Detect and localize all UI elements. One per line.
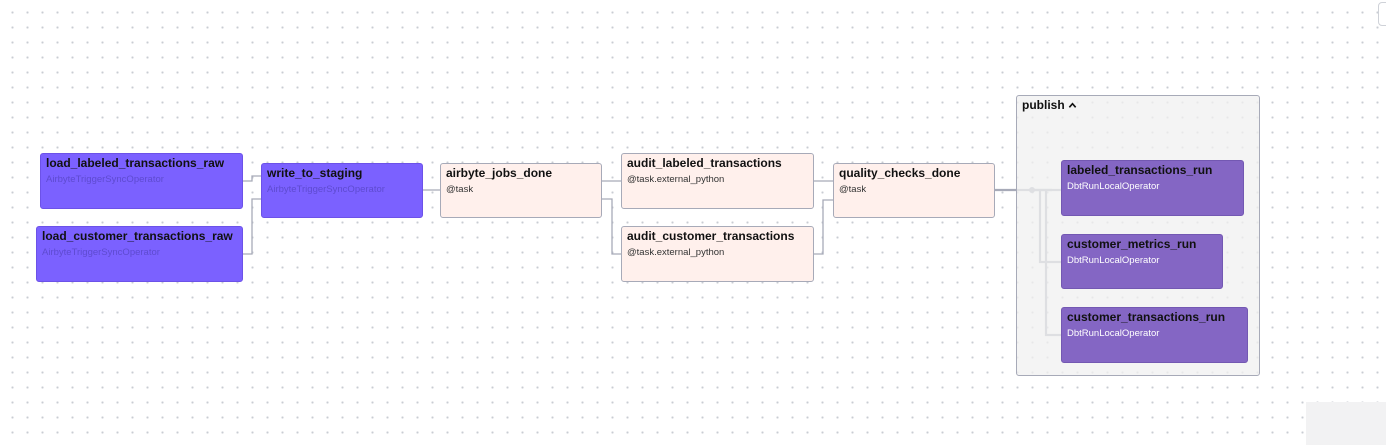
edge-airbyte-done-to-audit-customer: [602, 198, 621, 255]
edge-audit-customer-to-quality-done: [814, 199, 833, 255]
task-node-labeled-transactions-run[interactable]: labeled_transactions_run DbtRunLocalOper…: [1061, 160, 1244, 216]
task-node-load-labeled-transactions-raw[interactable]: load_labeled_transactions_raw AirbyteTri…: [40, 153, 243, 209]
task-name: customer_transactions_run: [1067, 310, 1226, 324]
task-name: quality_checks_done: [839, 166, 961, 180]
task-name: write_to_staging: [267, 166, 363, 180]
task-node-load-customer-transactions-raw[interactable]: load_customer_transactions_raw AirbyteTr…: [36, 226, 243, 282]
edge-load-labeled-to-write-staging: [243, 175, 261, 182]
task-name: audit_labeled_transactions: [627, 156, 782, 170]
task-name: load_customer_transactions_raw: [42, 229, 233, 243]
task-name: airbyte_jobs_done: [446, 166, 553, 180]
edge-load-customer-to-write-staging: [243, 198, 261, 255]
task-operator: @task: [446, 184, 474, 195]
graph-minimap[interactable]: [1306, 402, 1386, 445]
task-node-audit-labeled-transactions[interactable]: audit_labeled_transactions @task.externa…: [621, 153, 814, 209]
task-operator: DbtRunLocalOperator: [1067, 181, 1160, 192]
panel-toggle-button[interactable]: [1378, 2, 1386, 26]
task-operator: DbtRunLocalOperator: [1067, 328, 1160, 339]
task-operator: @task: [839, 184, 867, 195]
chevron-up-icon: [1068, 101, 1076, 108]
task-node-audit-customer-transactions[interactable]: audit_customer_transactions @task.extern…: [621, 226, 814, 282]
task-operator: @task.external_python: [627, 174, 725, 185]
task-node-customer-transactions-run[interactable]: customer_transactions_run DbtRunLocalOpe…: [1061, 307, 1248, 363]
task-operator: DbtRunLocalOperator: [1067, 255, 1160, 266]
task-operator: AirbyteTriggerSyncOperator: [42, 247, 160, 258]
task-node-airbyte-jobs-done[interactable]: airbyte_jobs_done @task: [440, 163, 602, 218]
task-group-label: publish: [1022, 98, 1065, 112]
task-operator: AirbyteTriggerSyncOperator: [267, 184, 385, 195]
task-operator: AirbyteTriggerSyncOperator: [46, 174, 164, 185]
task-node-write-to-staging[interactable]: write_to_staging AirbyteTriggerSyncOpera…: [261, 163, 423, 218]
task-name: customer_metrics_run: [1067, 237, 1197, 251]
task-operator: @task.external_python: [627, 247, 725, 258]
task-group-toggle[interactable]: publish: [1022, 98, 1077, 112]
task-name: audit_customer_transactions: [627, 229, 795, 243]
task-name: labeled_transactions_run: [1067, 163, 1213, 177]
task-node-quality-checks-done[interactable]: quality_checks_done @task: [833, 163, 995, 218]
task-name: load_labeled_transactions_raw: [46, 156, 225, 170]
task-node-customer-metrics-run[interactable]: customer_metrics_run DbtRunLocalOperator: [1061, 234, 1223, 289]
